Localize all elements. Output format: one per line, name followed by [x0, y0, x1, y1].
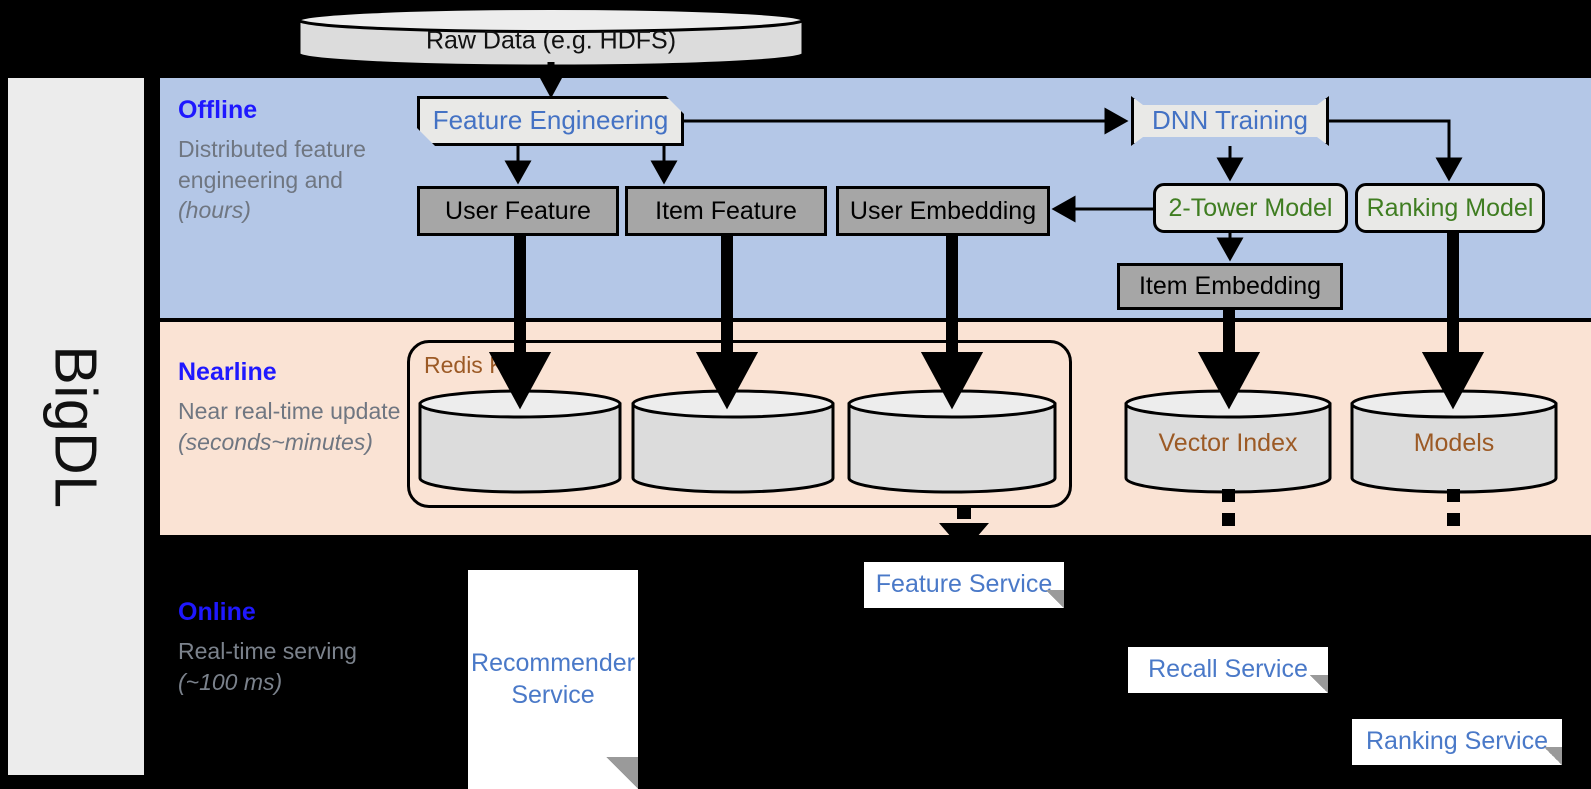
store-cylinder-2[interactable]	[630, 388, 836, 494]
store-cylinder-3[interactable]	[846, 388, 1058, 494]
node-2-tower-model[interactable]: 2-Tower Model	[1153, 183, 1348, 233]
caption-online-subtitle-italic: (~100 ms)	[178, 668, 283, 695]
node-item-embedding-label: Item Embedding	[1138, 272, 1322, 301]
caption-nearline-title: Nearline	[178, 358, 277, 386]
service-recall-label: Recall Service	[1148, 655, 1308, 684]
caption-nearline-subtitle: Near real-time update (seconds~minutes)	[178, 396, 423, 457]
redis-kv-label: Redis KV	[424, 352, 520, 378]
node-feature-engineering-label: Feature Engineering	[432, 105, 669, 136]
node-2-tower-model-label: 2-Tower Model	[1168, 193, 1333, 222]
page-fold-icon	[1046, 590, 1064, 608]
page-fold-icon	[606, 757, 638, 789]
store-cylinder-1[interactable]	[417, 388, 623, 494]
caption-nearline: Nearline Near real-time update (seconds~…	[178, 358, 423, 457]
service-feature[interactable]: Feature Service	[864, 562, 1064, 608]
node-item-feature[interactable]: Item Feature	[625, 186, 827, 236]
caption-nearline-subtitle-main: Near real-time update	[178, 398, 401, 424]
models-cylinder[interactable]: Models	[1349, 388, 1559, 494]
service-feature-label: Feature Service	[875, 570, 1053, 599]
service-recall[interactable]: Recall Service	[1128, 647, 1328, 693]
raw-data-cylinder[interactable]: Raw Data (e.g. HDFS)	[296, 6, 806, 68]
node-ranking-model[interactable]: Ranking Model	[1355, 183, 1545, 233]
node-feature-engineering[interactable]: Feature Engineering	[417, 96, 684, 146]
caption-online-subtitle: Real-time serving (~100 ms)	[178, 636, 408, 697]
caption-offline-subtitle-italic: (hours)	[178, 197, 251, 224]
vector-index-cylinder[interactable]: Vector Index	[1123, 388, 1333, 494]
framework-rail: BigDL	[8, 78, 144, 775]
page-fold-icon	[1544, 747, 1562, 765]
redis-kv-group	[407, 340, 1072, 508]
caption-online: Online Real-time serving (~100 ms)	[178, 598, 408, 697]
service-ranking[interactable]: Ranking Service	[1352, 719, 1562, 765]
node-item-feature-label: Item Feature	[655, 196, 797, 225]
page-fold-icon	[1310, 675, 1328, 693]
caption-offline-title: Offline	[178, 96, 258, 124]
node-user-embedding[interactable]: User Embedding	[836, 186, 1050, 236]
node-user-feature-label: User Feature	[445, 196, 591, 225]
framework-label-text: BigDL	[43, 344, 110, 509]
caption-nearline-subtitle-italic: (seconds~minutes)	[178, 428, 373, 455]
node-item-embedding[interactable]: Item Embedding	[1117, 263, 1343, 310]
node-user-feature[interactable]: User Feature	[417, 186, 619, 236]
service-ranking-label: Ranking Service	[1365, 727, 1549, 756]
service-recommender-label: Recommender Service	[471, 649, 635, 709]
caption-online-title: Online	[178, 598, 256, 626]
framework-rail-label: BigDL	[8, 78, 144, 775]
node-dnn-training-label: DNN Training	[1151, 105, 1309, 136]
caption-offline-subtitle: Distributed feature engineering and (hou…	[178, 134, 408, 226]
node-ranking-model-label: Ranking Model	[1366, 193, 1534, 222]
service-recommender[interactable]: Recommender Service	[468, 570, 638, 789]
caption-offline-subtitle-main: Distributed feature engineering and	[178, 136, 366, 193]
node-user-embedding-label: User Embedding	[849, 196, 1037, 225]
caption-online-subtitle-main: Real-time serving	[178, 638, 357, 664]
caption-offline: Offline Distributed feature engineering …	[178, 96, 408, 226]
